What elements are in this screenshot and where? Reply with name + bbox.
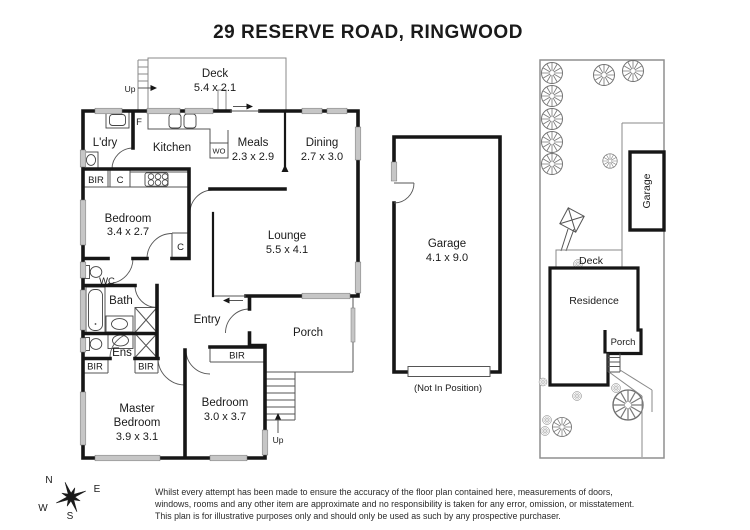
garage-door [407,366,491,377]
label-porch: Porch [293,327,323,339]
label-bir-bedroom3: BIR [229,351,245,362]
label-garage-dims: 4.1 x 9.0 [426,252,468,264]
label-stairs-up: Up [273,435,284,445]
laundry-fixtures [83,111,130,169]
compass-e: E [94,484,101,495]
label-ens: Ens [112,347,132,359]
site-boundary [539,59,665,459]
compass: N E W S [38,475,100,522]
label-fridge: F [136,117,142,128]
label-master-2: Bedroom [114,417,161,429]
interior-partitions [211,109,287,298]
windows [79,107,362,462]
label-site-porch: Porch [611,337,636,348]
label-bedroom3: Bedroom [202,397,249,409]
compass-s: S [67,511,74,522]
label-dining: Dining [306,137,339,149]
sliding-doors [214,103,289,304]
page-title: 29 RESERVE ROAD, RINGWOOD [213,22,523,43]
label-kitchen: Kitchen [153,142,191,154]
label-bath: Bath [109,295,133,307]
label-bir-kitchen: BIR [88,175,104,186]
compass-n: N [45,475,52,486]
label-site-deck: Deck [579,255,604,267]
label-bir-master-right: BIR [138,362,154,373]
site-residence [548,266,643,387]
label-site-residence: Residence [569,295,619,307]
label-meals-dims: 2.3 x 2.9 [232,151,274,163]
label-entry: Entry [194,314,221,326]
label-deck-up: Up [125,84,136,94]
label-master-dims: 3.9 x 3.1 [116,431,158,443]
kitchen-fixtures [129,111,229,188]
label-bir-master-left: BIR [87,362,103,373]
disclaimer-line3: This plan is for illustrative purposes o… [155,511,561,521]
label-lounge-dims: 5.5 x 4.1 [266,244,308,256]
compass-w: W [38,503,48,514]
garage-plan: Garage 4.1 x 9.0 (Not In Position) [390,135,502,394]
label-garage-note: (Not In Position) [414,383,482,394]
disclaimer-line1: Whilst every attempt has been made to en… [155,487,613,497]
label-wc: WC [99,276,115,287]
label-master-1: Master [119,403,154,415]
label-bedroom3-dims: 3.0 x 3.7 [204,411,246,423]
site-steps [607,353,621,373]
label-c-kitchen: C [117,175,124,186]
label-dining-dims: 2.7 x 3.0 [301,151,343,163]
label-site-garage: Garage [641,173,653,208]
label-deck: Deck [202,68,228,80]
label-lounge: Lounge [268,230,306,242]
label-meals: Meals [238,137,269,149]
clothesline [559,207,585,252]
label-wall-oven: WO [213,147,226,156]
site-garage [628,150,666,232]
site-plan: Garage Deck Residence Porch [538,59,666,459]
room-labels: Deck 5.4 x 2.1 Up L'dry F Kitchen WO Mea… [87,68,343,445]
label-ldry: L'dry [93,137,118,149]
compass-star [56,482,86,512]
porch-stairs [266,296,354,433]
trees [538,60,644,437]
label-bedroom2: Bedroom [105,213,152,225]
disclaimer: Whilst every attempt has been made to en… [154,487,634,521]
label-deck-dims: 5.4 x 2.1 [194,82,236,94]
site-path [608,369,653,457]
bathroom-fixtures [83,265,158,358]
disclaimer-line2: windows, rooms and any other item are ap… [154,499,634,509]
closet-outlines [84,170,265,374]
label-garage: Garage [428,238,466,250]
wall-oven [209,142,229,159]
label-bedroom2-dims: 3.4 x 2.7 [107,226,149,238]
label-c-closet: C [177,242,184,253]
